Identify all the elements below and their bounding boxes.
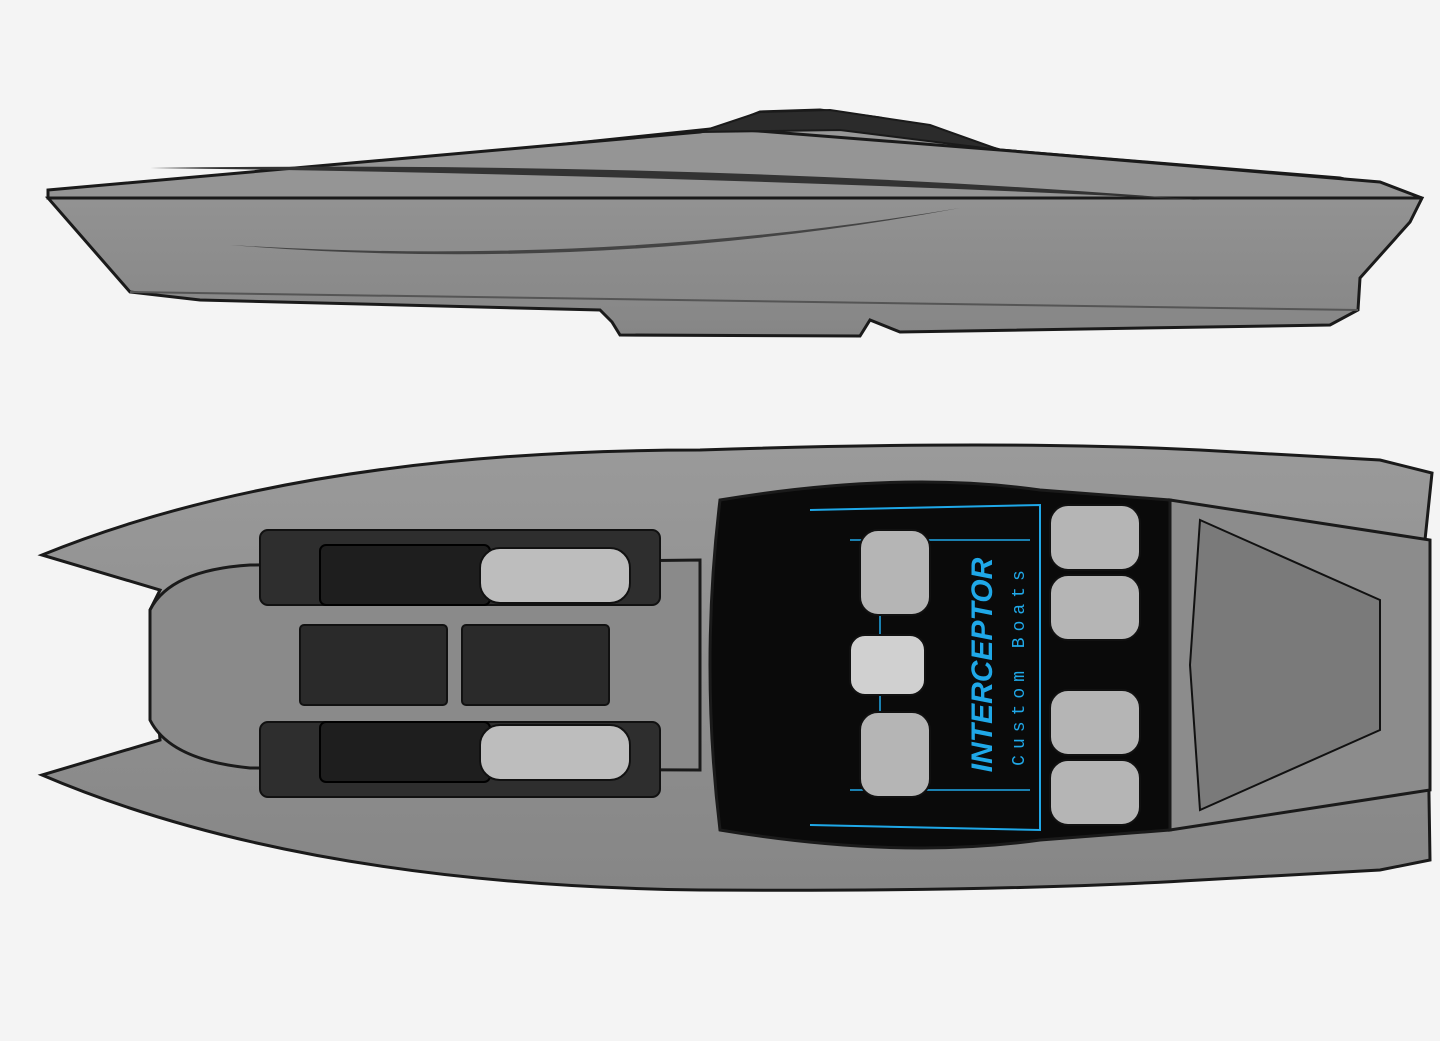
seats: [859, 504, 1141, 826]
engine-hatch-right: [461, 624, 610, 706]
side-profile-view: [44, 108, 1425, 338]
logo: INTERCEPTOR Custom Boats: [966, 557, 1030, 772]
engine-hatch-left: [299, 624, 448, 706]
logo-tagline: Custom Boats: [1010, 564, 1030, 766]
logo-brand: INTERCEPTOR: [966, 557, 999, 772]
top-view: INTERCEPTOR Custom Boats: [37, 443, 1434, 892]
cockpit: [708, 480, 1172, 850]
helm-console: [849, 634, 926, 696]
